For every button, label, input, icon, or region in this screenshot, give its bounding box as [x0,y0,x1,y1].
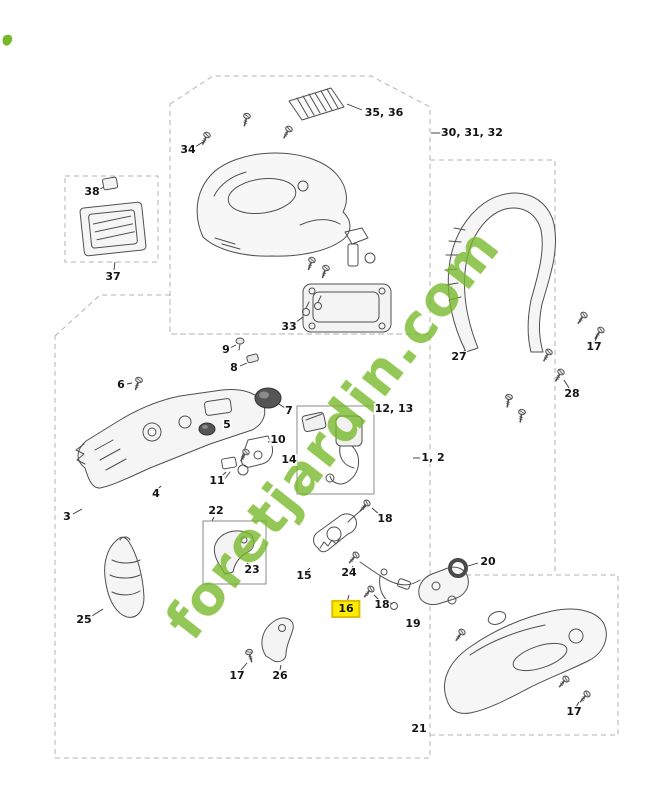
part-carb-bracket [304,227,376,280]
region-filter-box [64,175,159,263]
part-air-filter-grid [288,87,345,121]
part-sleeve-8 [246,353,259,364]
part-label-4[interactable]: 4 [151,486,161,501]
trigger-box-22 [202,520,267,585]
ignition-module-box [296,405,375,495]
part-label-18[interactable]: 18 [376,511,394,526]
part-filter-cover-38 [102,176,119,191]
part-label-24[interactable]: 24 [340,565,358,580]
part-label-22[interactable]: 22 [207,503,225,518]
part-label-17[interactable]: 17 [228,668,246,683]
part-label-14[interactable]: 14 [280,452,298,467]
part-label-15[interactable]: 15 [295,568,313,583]
part-label-20[interactable]: 20 [479,554,497,569]
part-label-10[interactable]: 10 [269,432,287,447]
part-muffler-7 [254,387,282,409]
part-label-7[interactable]: 7 [284,403,294,418]
part-label-25[interactable]: 25 [75,612,93,627]
part-clips-33 [302,295,322,316]
part-label-6[interactable]: 6 [116,377,126,392]
part-label-37[interactable]: 37 [104,269,122,284]
part-bracket-10 [241,435,273,468]
part-throttle-cluster-15 [313,498,377,600]
part-label-5[interactable]: 5 [222,417,232,432]
part-label-35-36[interactable]: 35, 36 [363,105,405,120]
part-label-1-2[interactable]: 1, 2 [420,450,446,465]
part-label-19[interactable]: 19 [404,616,422,631]
part-label-27[interactable]: 27 [450,349,468,364]
part-grommet-20 [448,558,468,578]
part-label-28[interactable]: 28 [563,386,581,401]
part-label-21[interactable]: 21 [410,721,428,736]
part-label-12-13[interactable]: 12, 13 [373,401,415,416]
part-rear-handle-21 [444,608,607,714]
part-label-16[interactable]: 16 [331,599,361,619]
part-label-26[interactable]: 26 [271,668,289,683]
part-label-23[interactable]: 23 [243,562,261,577]
part-chain-catcher-26 [244,617,294,664]
part-label-3[interactable]: 3 [62,509,72,524]
part-front-handle-bar [444,192,557,353]
part-label-33[interactable]: 33 [280,319,298,334]
part-label-18[interactable]: 18 [373,597,391,612]
region-bottom-right [430,574,619,736]
part-top-cover [196,152,351,257]
part-air-filter-37 [79,201,147,257]
part-filter-base-housing [302,283,392,333]
part-label-9[interactable]: 9 [221,342,231,357]
part-grommet-9 [235,337,245,351]
part-label-38[interactable]: 38 [83,184,101,199]
brand-leaf-icon [2,34,13,46]
part-label-17[interactable]: 17 [585,339,603,354]
part-label-34[interactable]: 34 [179,142,197,157]
part-label-30-31-32[interactable]: 30, 31, 32 [440,125,504,140]
part-label-17[interactable]: 17 [565,704,583,719]
part-label-8[interactable]: 8 [229,360,239,375]
region-main [54,294,431,759]
part-crankcase-4 [75,389,266,489]
part-bushing-5 [198,422,216,436]
part-front-grip-25 [104,536,145,618]
region-outlines [54,75,619,759]
part-label-11[interactable]: 11 [208,473,226,488]
